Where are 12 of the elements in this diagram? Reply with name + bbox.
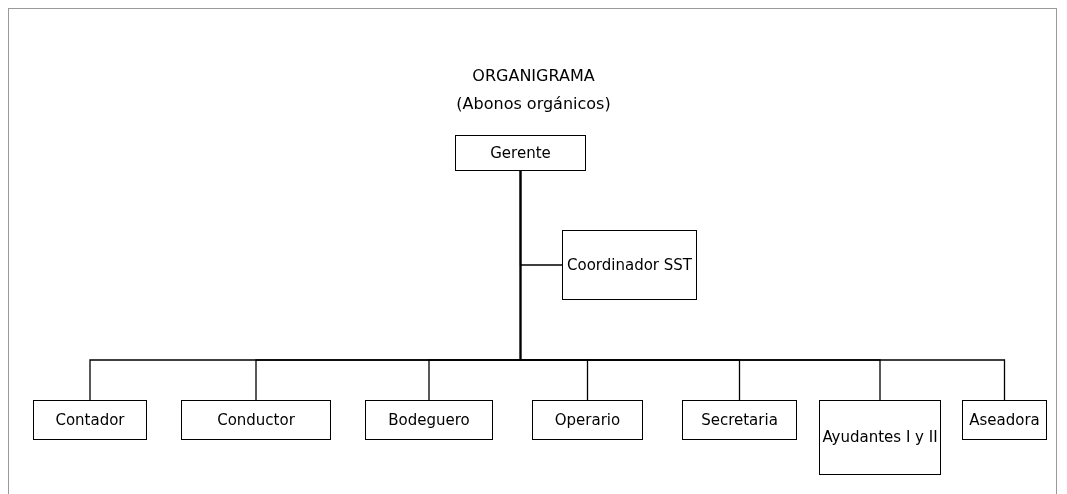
position-box: Operario [532, 400, 643, 440]
position-box: Gerente [455, 135, 586, 171]
position-box: Bodeguero [365, 400, 493, 440]
subtitle: (Abonos orgánicos) [456, 94, 611, 113]
position-box: Coordinador SST [562, 230, 697, 300]
connector-line [519, 170, 1006, 401]
position-box: Aseadora [962, 400, 1047, 440]
position-box: Ayudantes I y II [819, 400, 941, 475]
position-box: Contador [33, 400, 147, 440]
position-box: Conductor [181, 400, 331, 440]
position-box: Secretaria [682, 400, 797, 440]
chart-title: ORGANIGRAMA [472, 66, 595, 85]
